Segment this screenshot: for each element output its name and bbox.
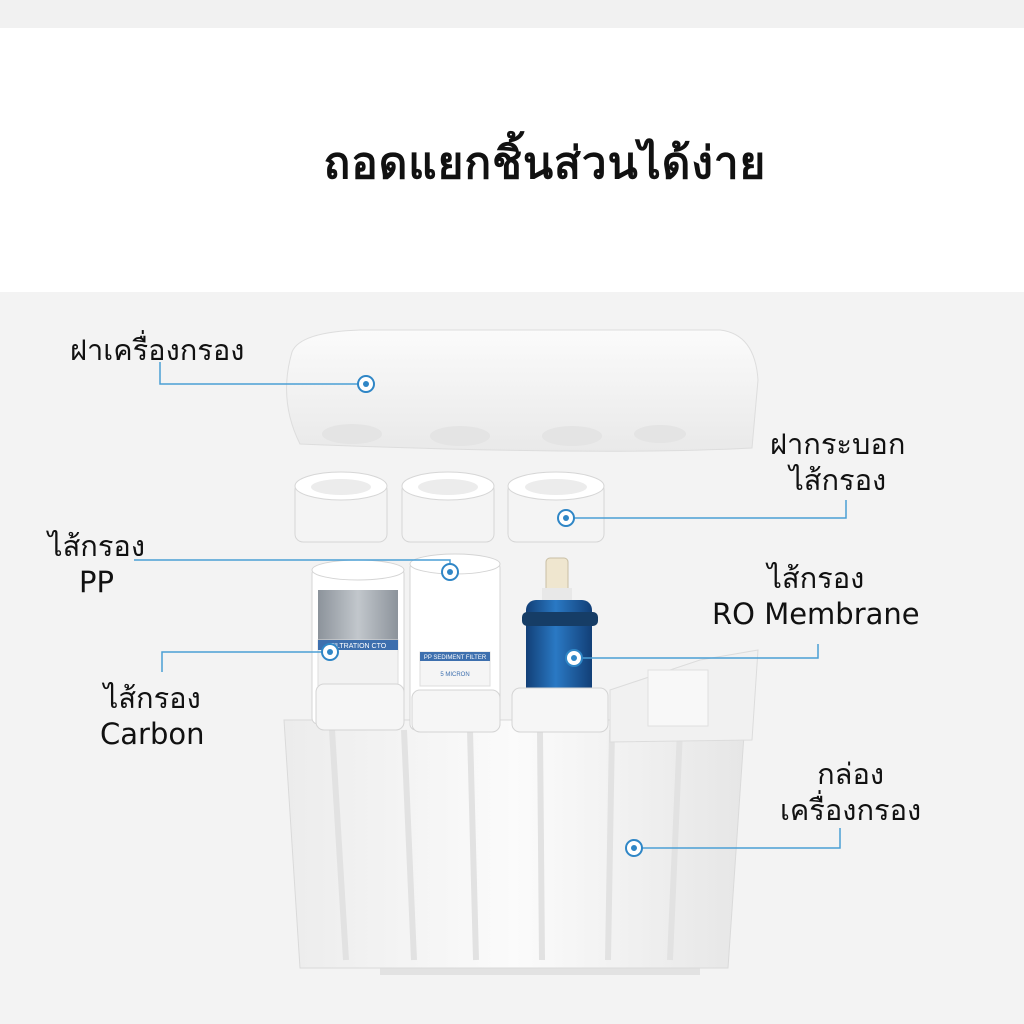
cartridge-caps [294, 471, 605, 543]
top-strip [0, 0, 1024, 28]
leader-housing [634, 828, 841, 849]
label-cartridge-caps: ฝากระบอก ไส้กรอง [770, 427, 906, 497]
label-cover: ฝาเครื่องกรอง [70, 333, 245, 367]
callout-marker-dot [631, 845, 637, 851]
carbon-filter-cartridge: FILTRATION CTO [311, 559, 405, 731]
cartridge-cap [507, 471, 605, 543]
pp-filter-print: PP SEDIMENT FILTER [424, 655, 487, 661]
leader-pp-filter [134, 559, 451, 572]
carbon-filter-print: FILTRATION CTO [330, 643, 387, 650]
callout-marker-dot [327, 649, 333, 655]
leader-ro-membrane [574, 644, 819, 659]
callout-marker-dot [447, 569, 453, 575]
pp-filter-cartridge: PP SEDIMENT FILTER 5 MICRON [409, 553, 501, 733]
leader-cartridge-caps [566, 500, 847, 519]
page-title: ถอดแยกชิ้นส่วนได้ง่าย [323, 138, 767, 189]
label-pp-filter: ไส้กรอง PP [48, 529, 145, 599]
label-housing: กล่อง เครื่องกรอง [780, 757, 922, 827]
callout-marker-dot [363, 381, 369, 387]
filter-cover [286, 329, 759, 452]
label-ro-membrane: ไส้กรอง RO Membrane [712, 561, 920, 631]
pp-filter-micron: 5 MICRON [440, 672, 469, 678]
cartridge-cap [401, 471, 495, 543]
ro-membrane-cartridge [511, 557, 609, 733]
callout-marker-dot [563, 515, 569, 521]
cartridge-cap [294, 471, 388, 543]
label-carbon-filter: ไส้กรอง Carbon [100, 681, 205, 751]
leader-cover [159, 362, 366, 385]
leader-carbon-filter [161, 651, 330, 672]
callout-marker-dot [571, 655, 577, 661]
